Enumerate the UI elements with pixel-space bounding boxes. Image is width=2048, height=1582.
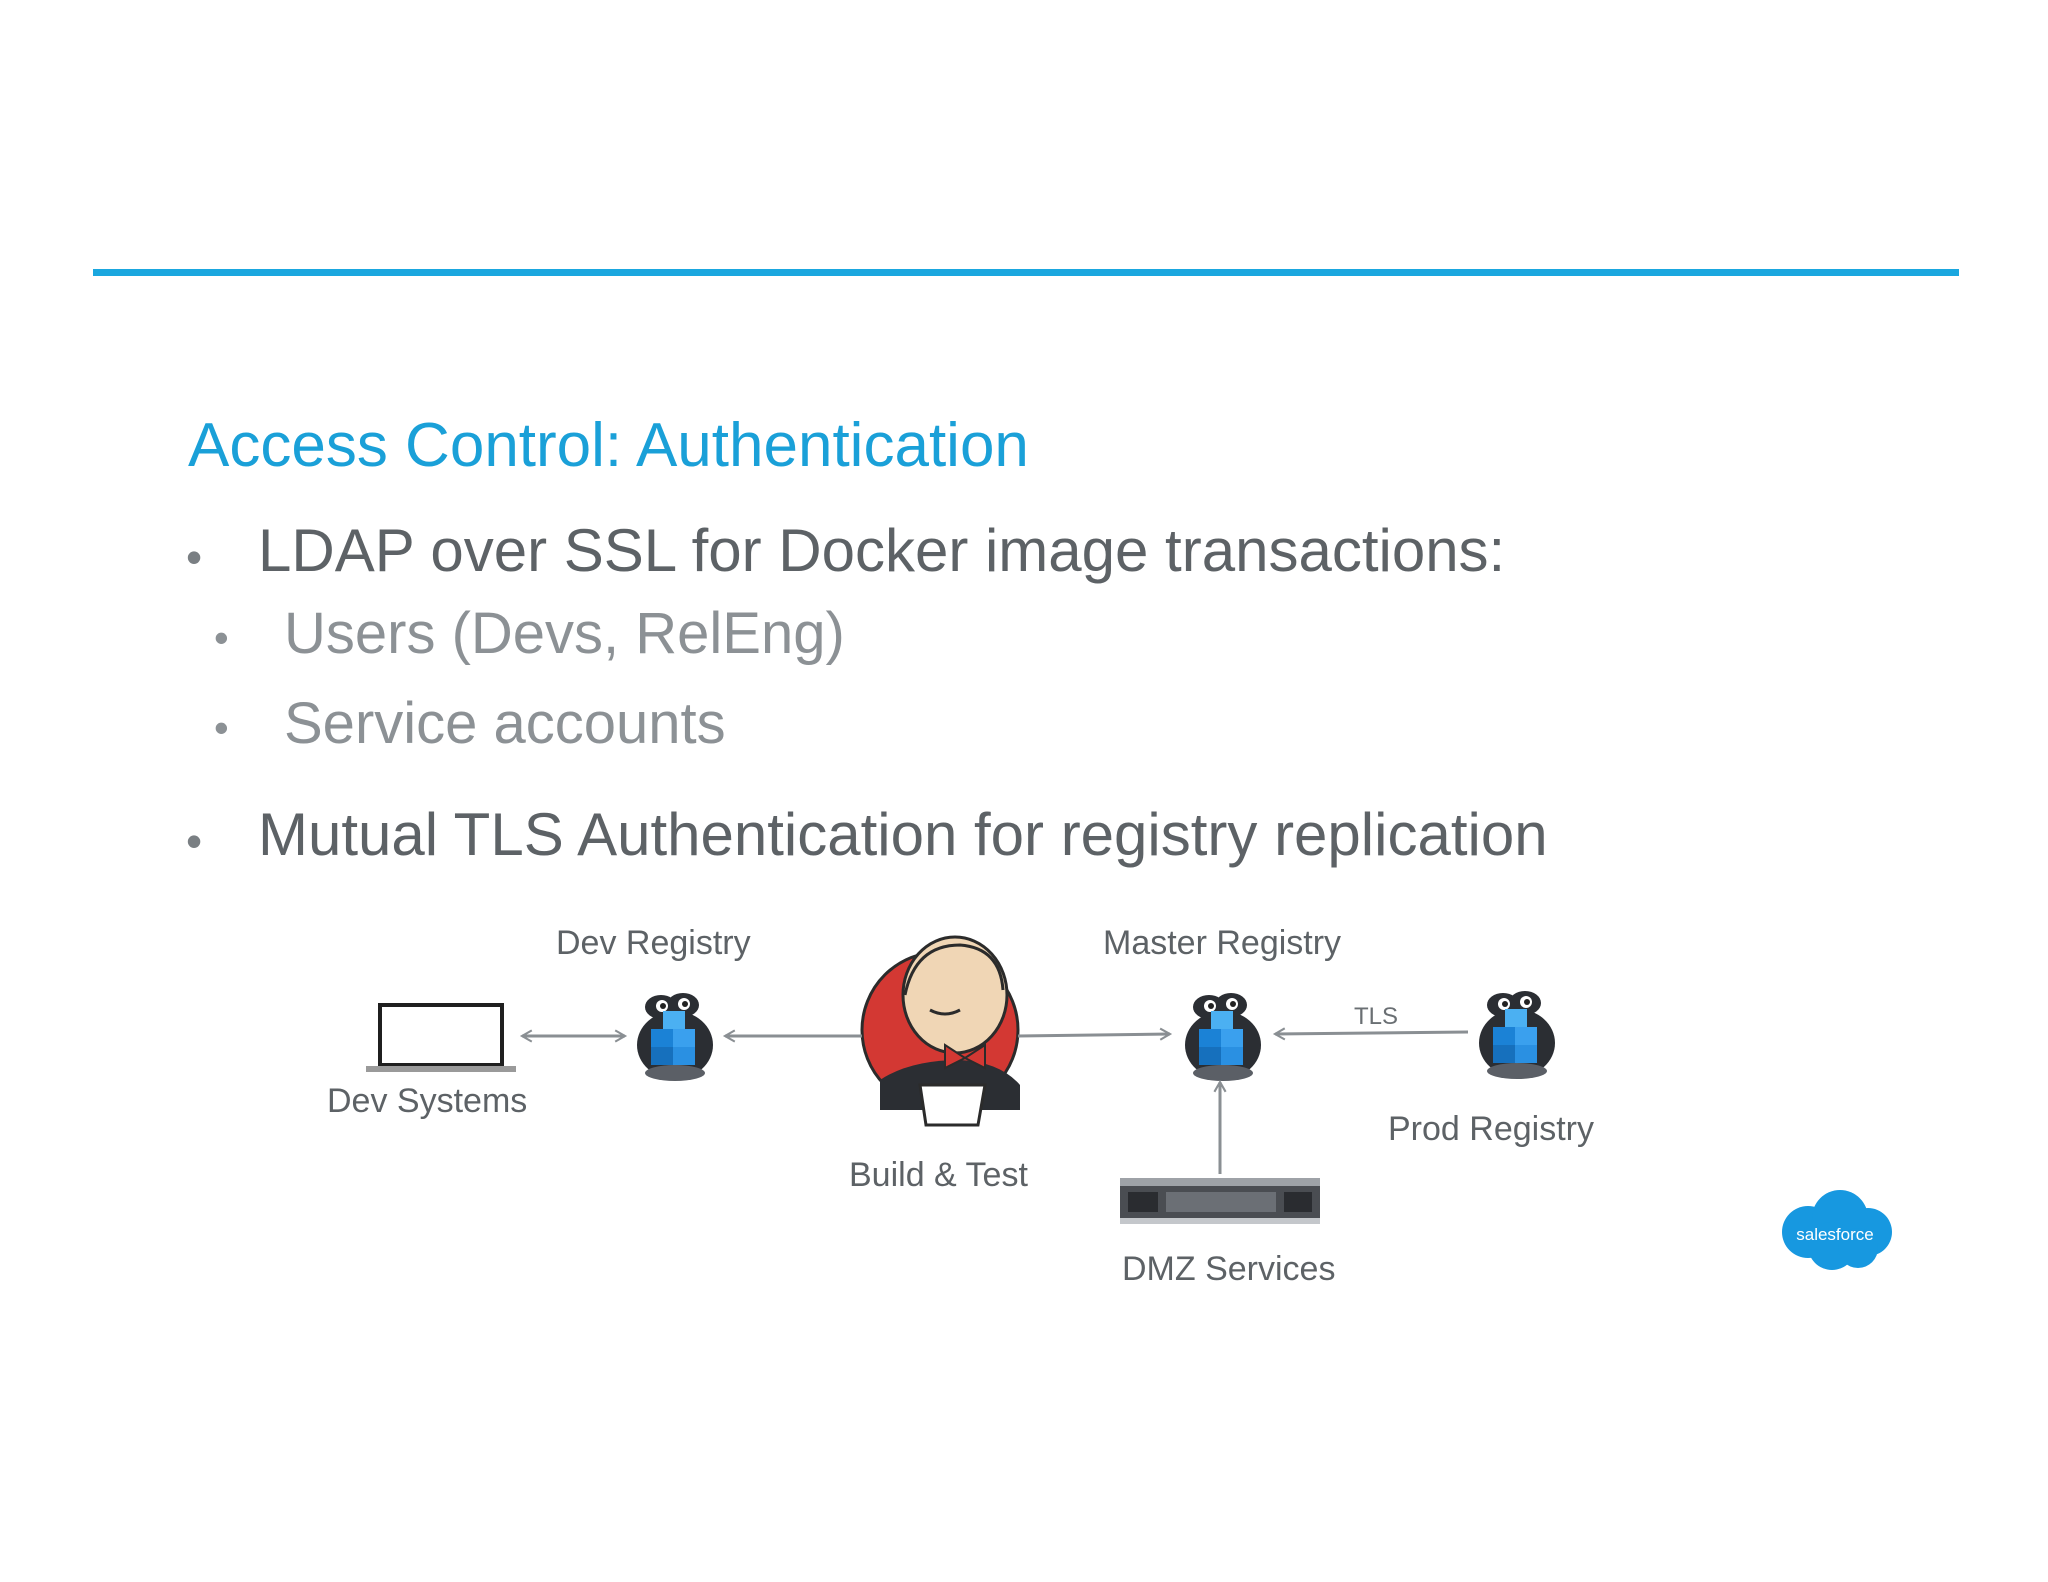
label-dev-systems: Dev Systems: [327, 1082, 528, 1120]
salesforce-logo: salesforce: [1782, 1190, 1892, 1270]
server-rack-icon: [1120, 1178, 1320, 1224]
master-registry-icon: [1185, 993, 1261, 1081]
title-divider: [93, 269, 1959, 276]
arrow-prod-to-master-registry: [1272, 1027, 1469, 1041]
label-master-registry: Master Registry: [1103, 924, 1342, 962]
bullet-marker: •: [186, 815, 203, 867]
slide-title: Access Control: Authentication: [188, 411, 1029, 480]
label-dmz-services: DMZ Services: [1122, 1250, 1336, 1288]
bullet-text: Mutual TLS Authentication for registry r…: [258, 801, 1548, 868]
prod-registry-icon: [1479, 991, 1555, 1079]
bullet-text: Service accounts: [284, 691, 726, 756]
bullet-text: Users (Devs, RelEng): [284, 601, 845, 666]
label-tls: TLS: [1354, 1003, 1399, 1030]
laptop-icon: [366, 1003, 516, 1072]
bullet-marker: •: [214, 614, 229, 661]
label-dev-registry: Dev Registry: [556, 924, 751, 962]
bullet-text: LDAP over SSL for Docker image transacti…: [258, 517, 1506, 584]
bullet-marker: •: [186, 531, 203, 583]
jenkins-butler-icon: [860, 935, 1020, 1127]
salesforce-logo-text: salesforce: [1796, 1225, 1873, 1244]
label-build-test: Build & Test: [849, 1156, 1028, 1194]
arrow-build-to-master-registry: [1017, 1027, 1173, 1041]
label-prod-registry: Prod Registry: [1388, 1110, 1594, 1148]
dev-registry-icon: [637, 993, 713, 1081]
bullet-marker: •: [214, 704, 229, 751]
